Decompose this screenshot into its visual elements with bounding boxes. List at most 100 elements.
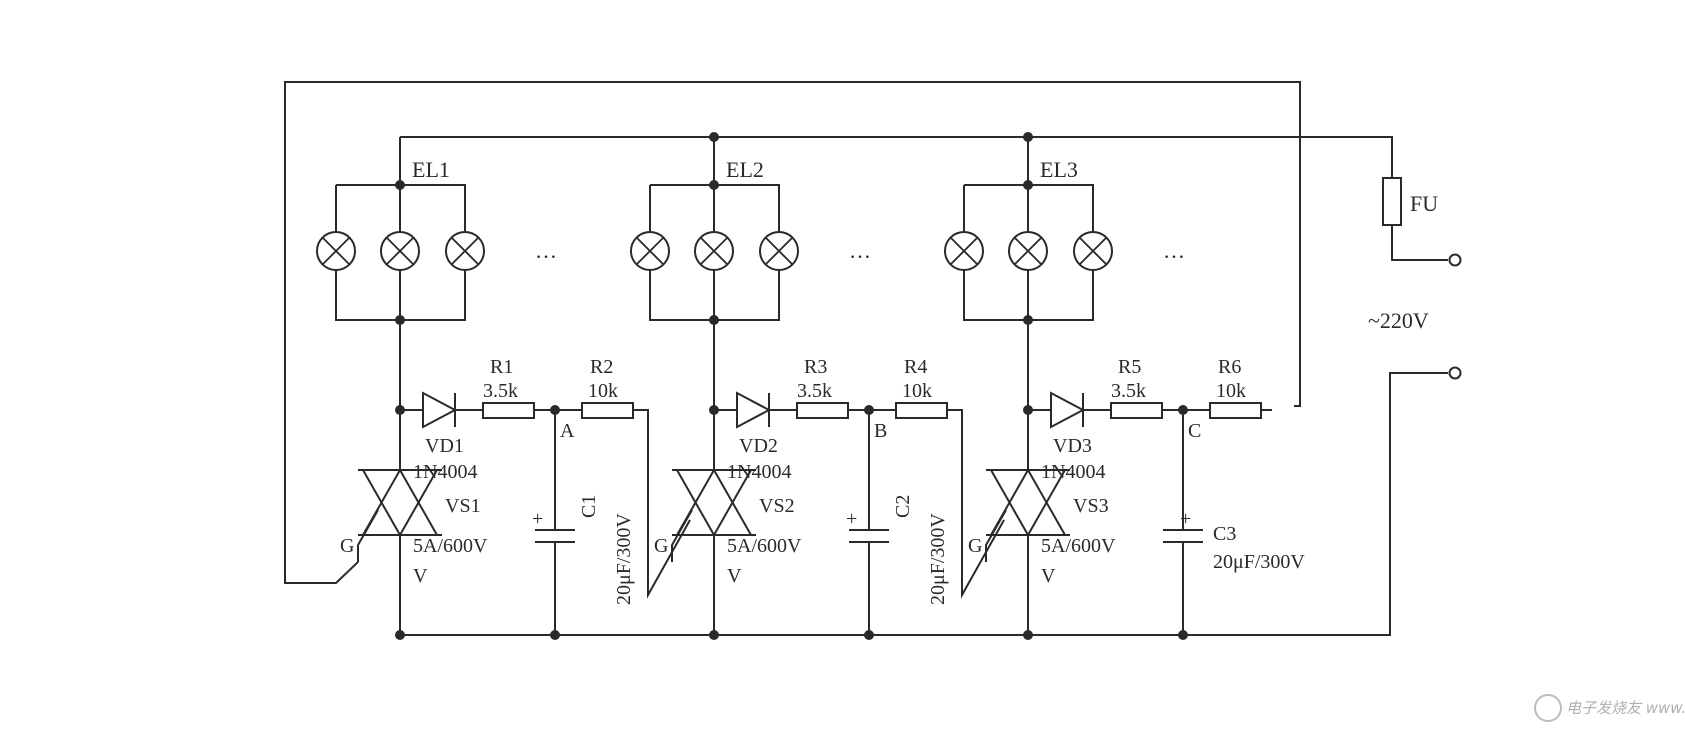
resistor-r1 bbox=[482, 402, 535, 419]
resistor-name: R6 bbox=[1218, 356, 1241, 378]
junction-dot bbox=[864, 405, 874, 415]
diode-name: VD1 bbox=[425, 435, 464, 457]
triac-rating: 5A/600V bbox=[1041, 535, 1116, 557]
triac-rating: 5A/600V bbox=[727, 535, 802, 557]
lamp-icon bbox=[630, 231, 670, 271]
triac-gate: G bbox=[654, 535, 668, 557]
top-bus bbox=[400, 136, 1393, 178]
triac-terminal: V bbox=[727, 565, 742, 587]
cap-polarity: + bbox=[1180, 508, 1191, 530]
fuse bbox=[1382, 177, 1402, 226]
lamp-group-label: EL2 bbox=[726, 157, 764, 182]
diode-part: 1N4004 bbox=[413, 461, 477, 483]
feedback-wire bbox=[284, 81, 1301, 584]
junction-dot bbox=[395, 180, 405, 190]
resistor-name: R4 bbox=[904, 356, 927, 378]
lamp-ellipsis: … bbox=[535, 238, 557, 263]
lamp-ellipsis: … bbox=[849, 238, 871, 263]
supply-label: ~220V bbox=[1368, 308, 1429, 333]
diode-name: VD2 bbox=[739, 435, 778, 457]
node-label: A bbox=[560, 420, 575, 442]
junction-dot bbox=[709, 315, 719, 325]
junction-dot bbox=[1178, 405, 1188, 415]
junction-dot bbox=[1023, 180, 1033, 190]
resistor-value: 3.5k bbox=[797, 380, 832, 402]
triac-terminal: V bbox=[1041, 565, 1056, 587]
watermark-logo-icon bbox=[1534, 694, 1562, 722]
cap-name: C3 bbox=[1213, 523, 1236, 545]
lamp-icon bbox=[1008, 231, 1048, 271]
resistor-r6 bbox=[1209, 402, 1262, 419]
watermark-text: 电子发烧友 www.elecfans.com bbox=[1566, 699, 1685, 717]
junction-dot bbox=[709, 132, 719, 142]
cap-polarity: + bbox=[532, 508, 543, 530]
junction-dot bbox=[1178, 630, 1188, 640]
triac-icon bbox=[671, 467, 756, 562]
diode-name: VD3 bbox=[1053, 435, 1092, 457]
triac-icon bbox=[985, 467, 1070, 562]
cap-name: C1 bbox=[578, 495, 600, 518]
resistor-value: 3.5k bbox=[483, 380, 518, 402]
junction-dot bbox=[709, 630, 719, 640]
junction-dot bbox=[395, 630, 405, 640]
bottom-bus bbox=[400, 372, 1448, 636]
resistor-name: R3 bbox=[804, 356, 827, 378]
junction-dot bbox=[550, 630, 560, 640]
triac-terminal: V bbox=[413, 565, 428, 587]
node-label: C bbox=[1188, 420, 1201, 442]
lamp-icon bbox=[694, 231, 734, 271]
junction-dot bbox=[1023, 405, 1033, 415]
cap-value: 20μF/300V bbox=[613, 513, 635, 605]
junction-dot bbox=[550, 405, 560, 415]
lamp-icon bbox=[445, 231, 485, 271]
resistor-r2 bbox=[581, 402, 634, 419]
lamp-icon bbox=[944, 231, 984, 271]
cap-value: 20μF/300V bbox=[927, 513, 949, 605]
watermark: 电子发烧友 www.elecfans.com bbox=[1534, 694, 1685, 722]
lamp-top-rail-2 bbox=[650, 184, 780, 232]
diode-icon bbox=[736, 391, 772, 429]
terminal-bottom bbox=[1448, 366, 1462, 380]
r2-out bbox=[633, 409, 691, 599]
junction-dot bbox=[395, 405, 405, 415]
lamp-icon bbox=[1073, 231, 1113, 271]
diode-icon bbox=[422, 391, 458, 429]
resistor-r3 bbox=[796, 402, 849, 419]
fuse-lead bbox=[1391, 225, 1448, 261]
stage-1: EL1 … bbox=[316, 137, 691, 640]
resistor-r4 bbox=[895, 402, 948, 419]
lamp-icon bbox=[316, 231, 356, 271]
junction-dot bbox=[1023, 315, 1033, 325]
junction-dot bbox=[709, 405, 719, 415]
supply-terminals: FU ~220V bbox=[1368, 177, 1462, 380]
diode-part: 1N4004 bbox=[727, 461, 791, 483]
junction-dot bbox=[864, 630, 874, 640]
stage-2: EL2 … R3 3.5k R bbox=[630, 132, 1005, 640]
junction-dot bbox=[1023, 132, 1033, 142]
triac-gate: G bbox=[340, 535, 354, 557]
lamp-top-rail-1 bbox=[336, 184, 466, 232]
r4-out bbox=[947, 409, 1005, 599]
triac-gate: G bbox=[968, 535, 982, 557]
junction-dot bbox=[1023, 630, 1033, 640]
main-wiring bbox=[284, 81, 1448, 636]
resistor-name: R1 bbox=[490, 356, 513, 378]
stage-3: EL3 … R5 3.5k R bbox=[944, 132, 1305, 640]
resistor-r5 bbox=[1110, 402, 1163, 419]
diode-part: 1N4004 bbox=[1041, 461, 1105, 483]
resistor-value: 3.5k bbox=[1111, 380, 1146, 402]
junction-dot bbox=[395, 315, 405, 325]
lamp-top-rail-3 bbox=[964, 184, 1094, 232]
lamp-group-label: EL1 bbox=[412, 157, 450, 182]
triac-icon bbox=[357, 467, 442, 562]
junction-dot bbox=[709, 180, 719, 190]
diode-icon bbox=[1050, 391, 1086, 429]
triac-name: VS3 bbox=[1073, 495, 1109, 517]
terminal-top bbox=[1448, 253, 1462, 267]
cap-polarity: + bbox=[846, 508, 857, 530]
lamp-ellipsis: … bbox=[1163, 238, 1185, 263]
resistor-name: R5 bbox=[1118, 356, 1141, 378]
triac-rating: 5A/600V bbox=[413, 535, 488, 557]
fuse-label: FU bbox=[1410, 191, 1438, 216]
